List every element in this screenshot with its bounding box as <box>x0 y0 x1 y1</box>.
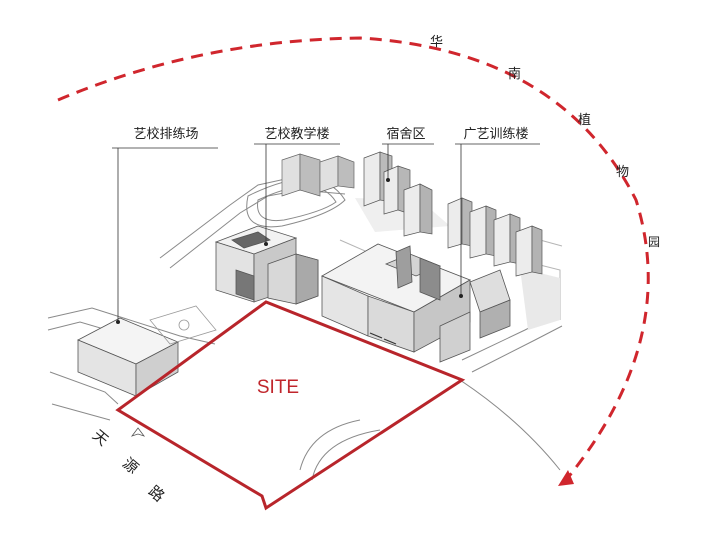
callout-dots <box>116 178 463 324</box>
label-art-rehearsal-field: 艺校排练场 <box>133 126 198 142</box>
label-dormitory-area: 宿舍区 <box>386 126 425 142</box>
garden-direction-arc <box>57 36 650 481</box>
road-char-2: 源 <box>119 454 142 477</box>
training-building <box>321 243 511 363</box>
garden-char-1: 华 <box>430 35 443 50</box>
garden-char-5: 园 <box>648 235 660 249</box>
site-label: SITE <box>257 377 299 398</box>
rehearsal-field-building <box>77 305 217 397</box>
label-guangyi-training-building: 广艺训练楼 <box>463 127 528 142</box>
garden-char-4: 物 <box>616 165 629 180</box>
label-art-teaching-building: 艺校教学楼 <box>264 126 329 142</box>
road-char-3: 路 <box>145 482 168 505</box>
teaching-building <box>214 225 319 305</box>
arc-arrowhead <box>558 470 574 486</box>
garden-char-2: 南 <box>508 66 521 82</box>
plaza-marks <box>369 332 397 345</box>
background-towers <box>281 153 355 197</box>
garden-char-3: 植 <box>578 113 591 128</box>
road-char-1: 天 <box>89 426 112 449</box>
callout-leaders <box>112 143 540 322</box>
dormitory-towers <box>363 151 543 277</box>
road-marker <box>130 427 146 437</box>
site-boundary <box>115 300 466 511</box>
